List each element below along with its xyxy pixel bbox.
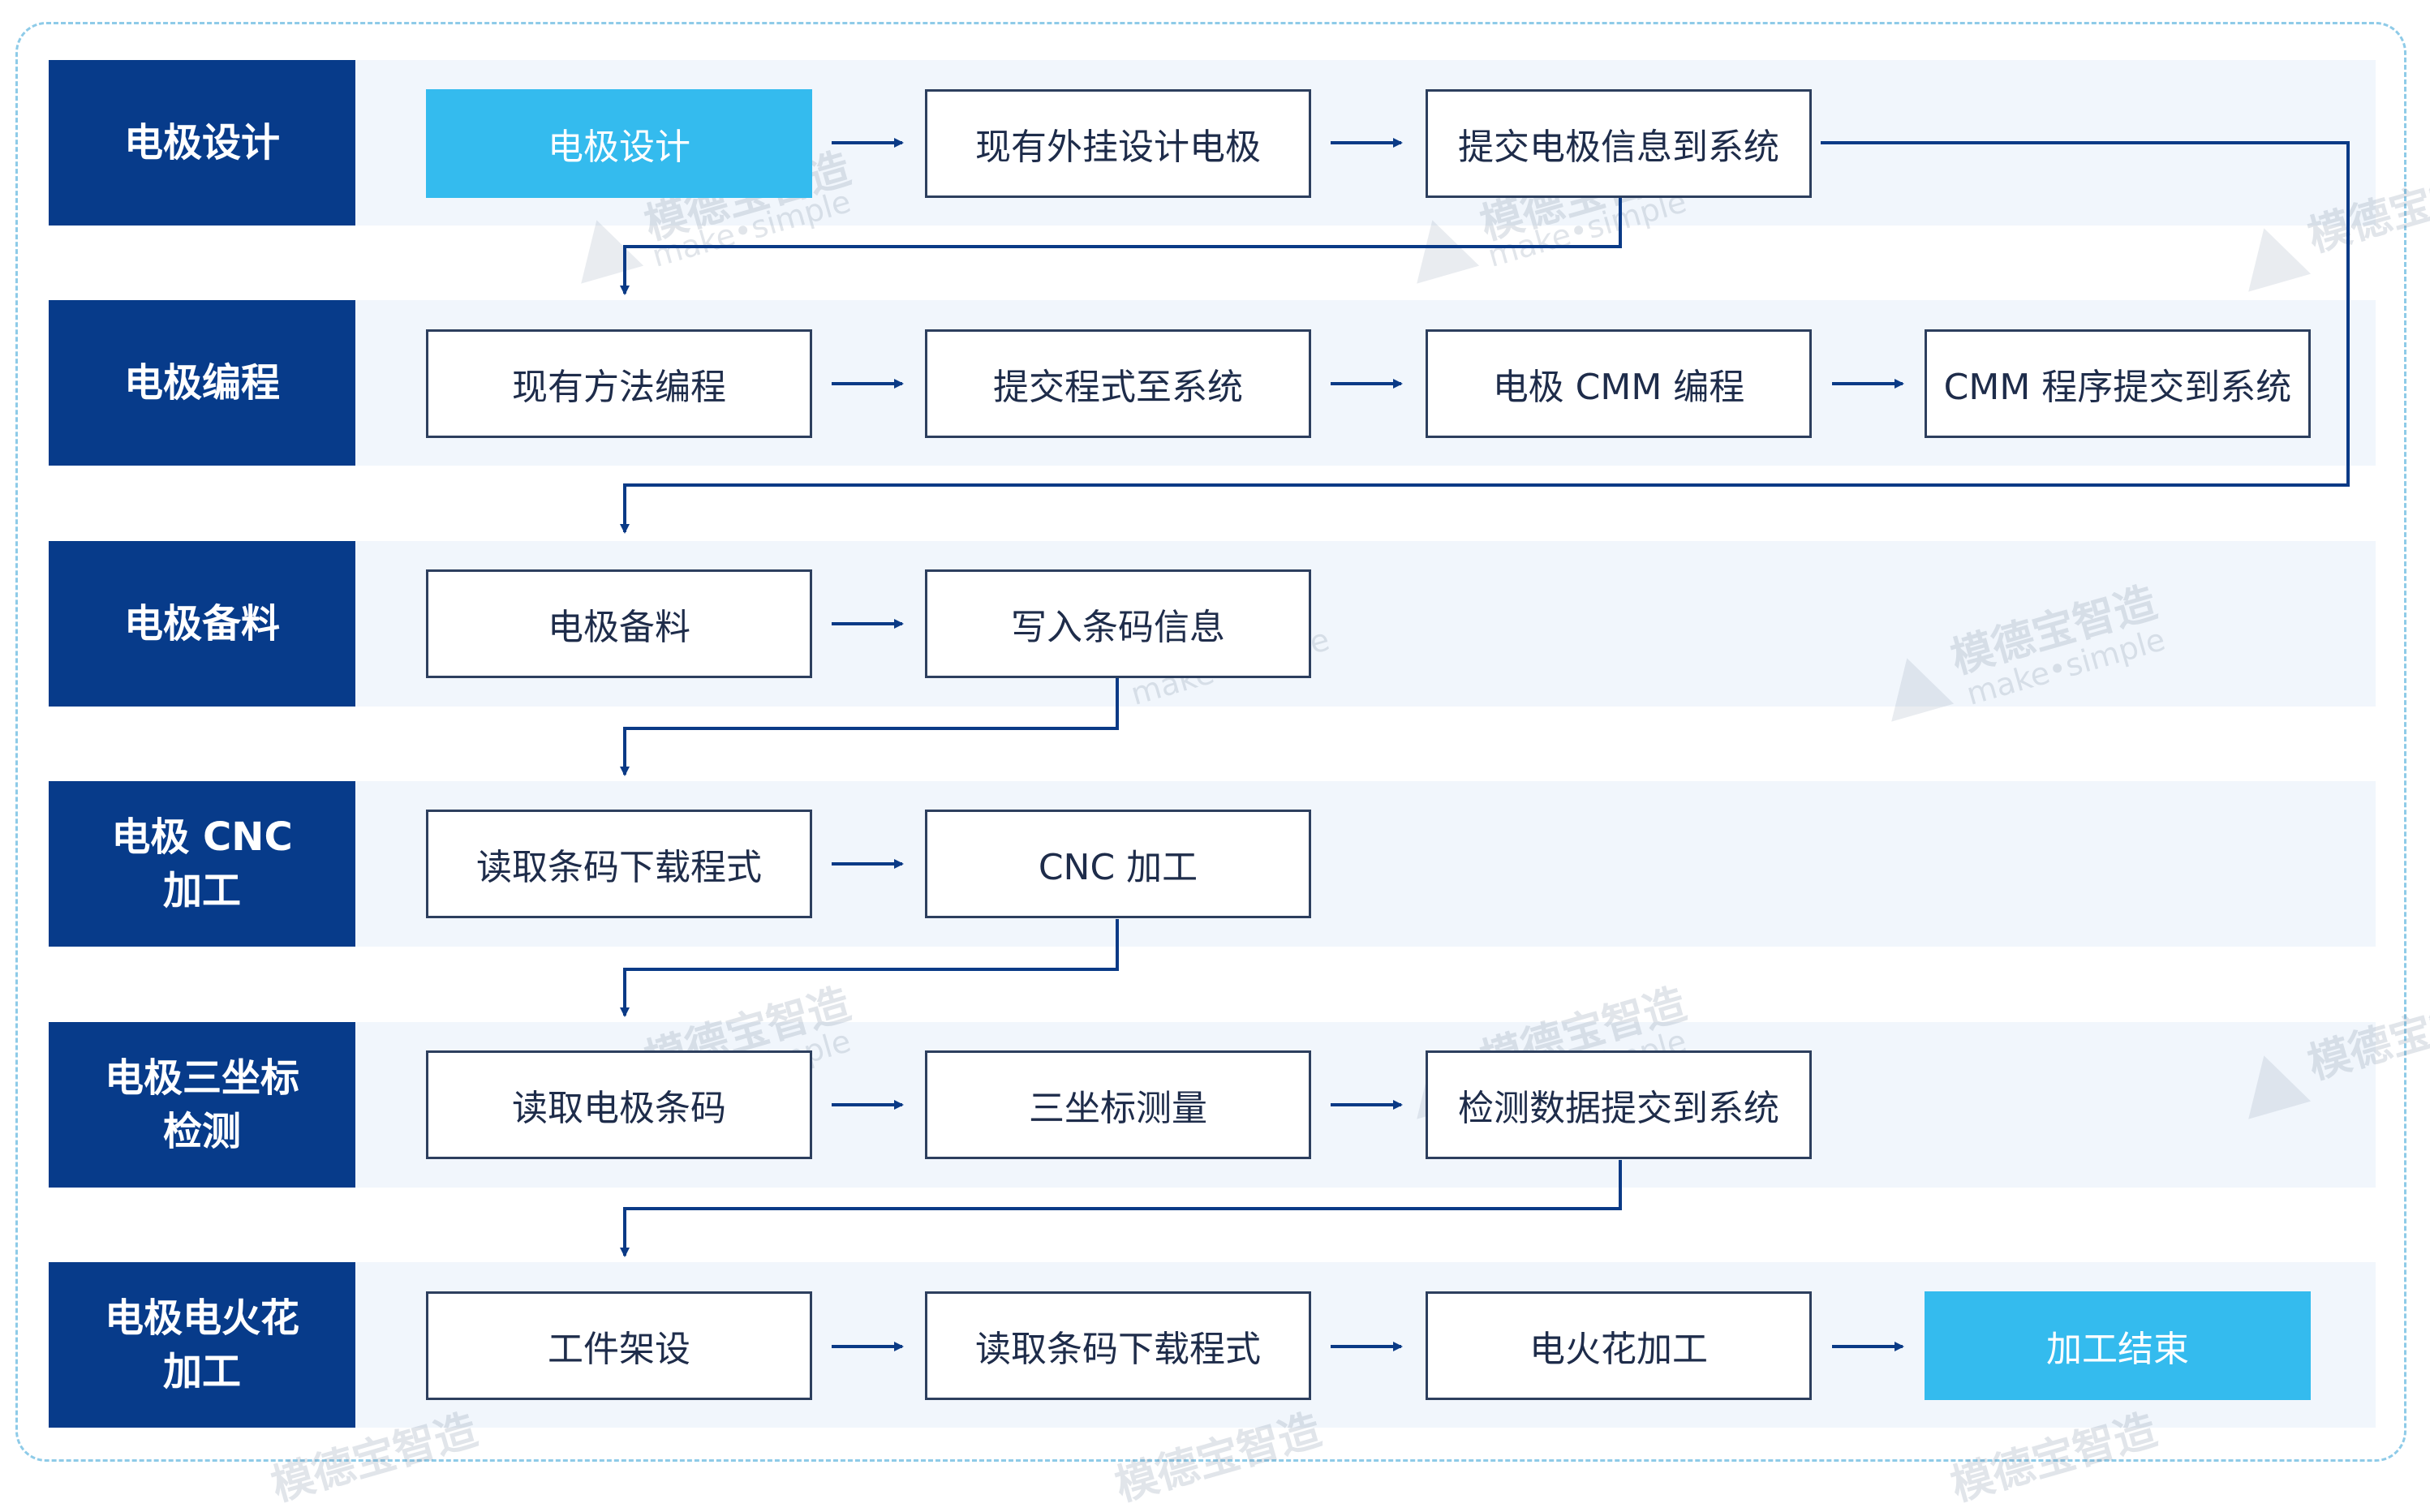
step-material-prep: 电极备料 (426, 569, 812, 678)
step-cmm-measure: 三坐标测量 (925, 1050, 1311, 1159)
step-machining-end: 加工结束 (1925, 1291, 2311, 1400)
step-submit-electrode-info: 提交电极信息到系统 (1426, 89, 1812, 198)
step-workpiece-setup: 工件架设 (426, 1291, 812, 1400)
stage-label-material: 电极备料 (49, 541, 355, 707)
step-edm-machining: 电火花加工 (1426, 1291, 1812, 1400)
dashed-frame (15, 22, 2406, 1462)
step-submit-program: 提交程式至系统 (925, 329, 1311, 438)
step-external-design: 现有外挂设计电极 (925, 89, 1311, 198)
step-existing-programming: 现有方法编程 (426, 329, 812, 438)
stage-label-edm: 电极电火花 加工 (49, 1262, 355, 1428)
stage-label-design: 电极设计 (49, 60, 355, 226)
step-write-barcode: 写入条码信息 (925, 569, 1311, 678)
step-submit-inspection-data: 检测数据提交到系统 (1426, 1050, 1812, 1159)
step-submit-cmm-program: CMM 程序提交到系统 (1925, 329, 2311, 438)
step-read-barcode-download: 读取条码下载程式 (426, 810, 812, 918)
stage-label-cmm: 电极三坐标 检测 (49, 1022, 355, 1188)
step-read-barcode-download-edm: 读取条码下载程式 (925, 1291, 1311, 1400)
stage-label-cnc: 电极 CNC 加工 (49, 781, 355, 947)
step-electrode-design: 电极设计 (426, 89, 812, 198)
step-cmm-programming: 电极 CMM 编程 (1426, 329, 1812, 438)
step-cnc-machining: CNC 加工 (925, 810, 1311, 918)
step-read-electrode-barcode: 读取电极条码 (426, 1050, 812, 1159)
stage-label-programming: 电极编程 (49, 300, 355, 466)
